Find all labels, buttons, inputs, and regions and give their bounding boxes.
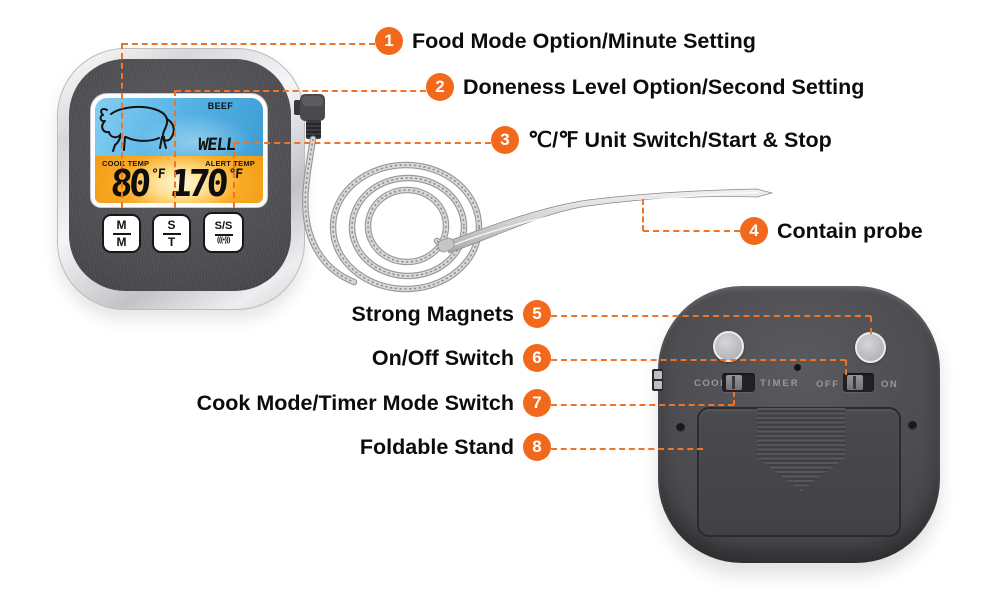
- callout-line-7: [733, 392, 735, 405]
- callout-line-4: [643, 230, 740, 232]
- callout-3-badge: 3: [491, 126, 519, 154]
- callout-4-label: Contain probe: [777, 218, 923, 243]
- callout-4-badge: 4: [740, 217, 768, 245]
- callout-8-label: Foldable Stand: [359, 434, 514, 459]
- lcd-screen: BEEF WELL COOK TEMP ALERT TEMP 80 °F 170…: [91, 94, 267, 207]
- callout-6: On/Off Switch 6: [372, 344, 551, 372]
- screw-right: [908, 421, 917, 430]
- magnet-left: [713, 331, 744, 362]
- lcd-upper-panel: BEEF WELL: [95, 98, 263, 156]
- power-switch-slider: [843, 373, 874, 392]
- magnet-right: [855, 332, 886, 363]
- start-stop-button: S/S (((•))): [203, 212, 244, 253]
- minute-button-top-label: M: [116, 218, 127, 232]
- callout-line-2: [174, 90, 176, 208]
- callout-line-6: [845, 360, 847, 375]
- callout-line-1: [122, 43, 375, 45]
- power-switch-knob: [847, 375, 863, 390]
- second-button-top-label: S: [167, 218, 176, 232]
- mode-switch-slider: [722, 373, 755, 392]
- callout-line-6: [551, 359, 846, 361]
- lcd-lower-panel: COOK TEMP ALERT TEMP 80 °F 170 °F: [95, 156, 263, 203]
- callout-5: Strong Magnets 5: [352, 300, 551, 328]
- callout-1: 1 Food Mode Option/Minute Setting: [375, 27, 756, 55]
- callout-1-badge: 1: [375, 27, 403, 55]
- mode-switch-knob: [726, 375, 742, 390]
- callout-line-1: [121, 43, 123, 208]
- cook-temp-value: 80: [109, 162, 149, 203]
- callout-line-5: [870, 316, 872, 334]
- callout-line-4: [642, 199, 644, 231]
- callout-6-label: On/Off Switch: [371, 345, 514, 370]
- callout-6-badge: 6: [523, 344, 551, 372]
- pinhole: [794, 364, 801, 371]
- button-divider: [162, 232, 181, 235]
- minute-button: M M: [102, 214, 141, 253]
- callout-2-badge: 2: [426, 73, 454, 101]
- callout-8-badge: 8: [523, 433, 551, 461]
- power-switch-right-label: ON: [881, 379, 899, 390]
- callout-1-label: Food Mode Option/Minute Setting: [412, 28, 756, 53]
- callout-5-badge: 5: [523, 300, 551, 328]
- callout-2-label: Doneness Level Option/Second Setting: [463, 74, 865, 99]
- callout-3: 3 ℃/℉ Unit Switch/Start & Stop: [491, 126, 832, 154]
- power-switch-left-label: OFF: [816, 379, 840, 390]
- callout-line-3: [234, 142, 491, 144]
- button-divider: [214, 233, 233, 236]
- cow-icon: [99, 105, 175, 152]
- callout-8: Foldable Stand 8: [360, 433, 551, 461]
- doneness-readout: WELL: [196, 135, 237, 155]
- callout-7-label: Cook Mode/Timer Mode Switch: [196, 390, 514, 415]
- callout-line-7: [551, 404, 734, 406]
- mode-switch-right-label: TIMER: [760, 378, 800, 389]
- second-button-bottom-label: T: [167, 235, 176, 249]
- start-stop-button-label: S/S: [214, 220, 233, 232]
- screw-left: [676, 423, 685, 432]
- callout-2: 2 Doneness Level Option/Second Setting: [426, 73, 864, 101]
- callout-7-badge: 7: [523, 389, 551, 417]
- button-divider: [112, 232, 131, 235]
- alarm-waves-icon: (((•))): [217, 237, 230, 244]
- probe-jack-port: [652, 369, 663, 391]
- cook-temp-unit: °F: [150, 167, 166, 182]
- second-button: S T: [152, 214, 191, 253]
- cook-temp-label: COOK TEMP: [102, 159, 150, 168]
- callout-3-label: ℃/℉ Unit Switch/Start & Stop: [528, 127, 832, 152]
- callout-5-label: Strong Magnets: [351, 301, 514, 326]
- mode-switch-left-label: COOK: [694, 378, 729, 389]
- probe-needle: [437, 188, 774, 254]
- callout-line-2: [175, 90, 426, 92]
- callout-4: 4 Contain probe: [740, 217, 923, 245]
- minute-button-bottom-label: M: [116, 235, 127, 249]
- alert-temp-label: ALERT TEMP: [205, 159, 255, 168]
- callout-line-5: [551, 315, 871, 317]
- alert-temp-unit: °F: [227, 167, 243, 182]
- alert-temp-value: 170: [168, 162, 227, 203]
- probe-cable-coil: [305, 139, 479, 289]
- callout-7: Cook Mode/Timer Mode Switch 7: [197, 389, 551, 417]
- callout-line-3: [233, 142, 235, 208]
- food-mode-readout: BEEF: [207, 101, 233, 111]
- callout-line-8: [551, 448, 703, 450]
